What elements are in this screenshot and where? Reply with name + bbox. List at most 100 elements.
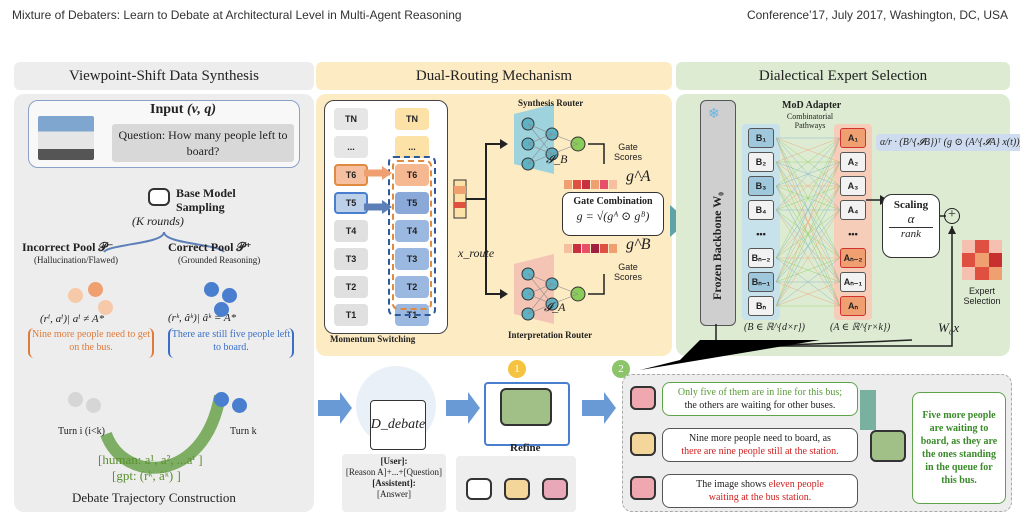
correct-text: There are still five people left to boar… xyxy=(168,328,294,358)
b-expert: Bₙ xyxy=(748,296,774,316)
b-expert: B₄ xyxy=(748,200,774,220)
bubble-1-line-1: Only five of them are in line for this b… xyxy=(677,387,843,398)
token-left: T1 xyxy=(334,304,368,326)
correct-pool-sub: (Grounded Reasoning) xyxy=(178,255,261,265)
token-right: T3 xyxy=(395,248,429,270)
input-vq: (v, q) xyxy=(186,102,216,117)
b-expert: Bₙ₋₂ xyxy=(748,248,774,268)
bubble-3-line-1: The image shows xyxy=(696,479,767,490)
refine-loop xyxy=(484,382,570,446)
agent-2-icon xyxy=(630,432,656,456)
a-expert: A₄ xyxy=(840,200,866,220)
bubble-3: The image shows eleven people waiting at… xyxy=(662,474,858,508)
a-expert: A₂ xyxy=(840,152,866,172)
bubble-3-line-2: waiting at the bus station. xyxy=(708,492,812,503)
token-left: T3 xyxy=(334,248,368,270)
running-header-venue: Conference’17, July 2017, Washington, DC… xyxy=(746,8,1008,22)
token-left: T6 xyxy=(334,164,368,186)
a-expert: A₁ xyxy=(840,128,866,148)
panel-title-selection: Dialectical Expert Selection xyxy=(676,62,1010,90)
base-robot-icon xyxy=(148,188,170,206)
token-right: T6 xyxy=(395,164,429,186)
b-dim: (B ∈ ℝ^{d×r}) xyxy=(744,322,805,333)
gate-scores-bottom: Gate Scores xyxy=(613,262,642,282)
token-right: T5 xyxy=(395,192,429,214)
gate-combination-box: Gate Combination g = √(gᴬ ⊙ gᴮ) xyxy=(562,192,664,236)
w0x-label: W₀x xyxy=(938,320,960,335)
scaling-rank: rank xyxy=(889,227,933,240)
token-right: T4 xyxy=(395,220,429,242)
scaling-box: Scaling α rank xyxy=(882,194,940,258)
bubble-2-line-1: Nine more people need to board, as xyxy=(689,433,831,444)
routing-diagram xyxy=(364,104,617,324)
frozen-backbone xyxy=(700,100,736,326)
token-left: T2 xyxy=(334,276,368,298)
b-expert: Bₙ₋₁ xyxy=(748,272,774,292)
bubble-2: Nine more people need to board, as there… xyxy=(662,428,858,462)
a-expert: Aₙ₋₁ xyxy=(840,272,866,292)
user-label: [User]: xyxy=(380,456,408,466)
step-1-badge: 1 xyxy=(508,360,526,378)
token-left: T4 xyxy=(334,220,368,242)
b-expert: B₁ xyxy=(748,128,774,148)
prompt-format-box: [User]: [Reason A]+...+[Question] [Assis… xyxy=(342,454,446,512)
sampling-label-2: Sampling xyxy=(176,200,225,214)
user-text: [Reason A]+...+[Question] xyxy=(345,467,443,477)
question-text: Question: How many people left to board? xyxy=(112,124,294,162)
token-left: ... xyxy=(334,136,368,158)
sampling-rounds: (K rounds) xyxy=(132,214,184,228)
incorrect-text: Nine more people need to get on the bus. xyxy=(28,328,154,358)
token-left: T5 xyxy=(334,192,368,214)
running-header-title: Mixture of Debaters: Learn to Debate at … xyxy=(12,8,462,22)
adapter-formula: α/r · (B^{𝓘B})ᵀ (g ⊙ (A^{𝓘A} x(t))) xyxy=(876,134,1020,151)
snowflake-icon: ❄ xyxy=(708,107,720,122)
expert-heatmap xyxy=(962,240,1002,280)
xroute-label: x_route xyxy=(458,246,495,260)
momentum-label: Momentum Switching xyxy=(330,334,416,344)
gb-label: g^B xyxy=(626,236,651,253)
ddebate-label: D_debate xyxy=(370,400,426,450)
ia-label: 𝓘_A xyxy=(544,300,566,314)
token-right: ... xyxy=(395,136,429,158)
correct-pool-title: Correct Pool 𝒫⁺ xyxy=(168,240,252,254)
incorrect-pool-title: Incorrect Pool 𝒫⁻ xyxy=(22,240,114,254)
bubble-3-highlight: eleven people xyxy=(768,479,824,490)
b-expert: B₃ xyxy=(748,176,774,196)
mod-adapter-label: MoD Adapter xyxy=(782,100,842,111)
incorrect-pool-sub: (Hallucination/Flawed) xyxy=(34,255,118,265)
scaling-label: Scaling xyxy=(893,199,929,211)
correct-formula: (rᵏ, âᵏ)| âᵏ = A* xyxy=(168,312,237,324)
b-expert: B₂ xyxy=(748,152,774,172)
final-answer: Five more people are waiting to board, a… xyxy=(912,392,1006,504)
agent-1-icon xyxy=(630,386,656,410)
a-expert: Aₙ xyxy=(840,296,866,316)
trajectory-human: [human: a¹, a², ...aⁱ ] xyxy=(98,452,203,467)
debater-robot-1-icon xyxy=(466,478,492,500)
refine-robot-icon xyxy=(500,388,552,426)
combo-title: Gate Combination xyxy=(573,196,653,207)
ib-label: 𝓘_B xyxy=(546,152,568,166)
combinatorial-label: Combinatorial Pathways xyxy=(786,112,834,130)
answer-text: [Answer] xyxy=(377,489,411,499)
trajectory-gpt: [gpt: (rᵏ, âᵏ) ] xyxy=(112,468,181,483)
assistant-label: [Assistent]: xyxy=(372,478,416,488)
a-dim: (A ∈ ℝ^{r×k}) xyxy=(830,322,891,333)
panel-title-synthesis: Viewpoint-Shift Data Synthesis xyxy=(14,62,314,90)
bus-image xyxy=(38,116,94,160)
incorrect-formula: (rⁱ, aⁱ)| aⁱ ≠ A* xyxy=(40,313,105,325)
trajectory-caption: Debate Trajectory Construction xyxy=(72,490,236,505)
bubble-1: Only five of them are in line for this b… xyxy=(662,382,858,416)
a-expert: A₃ xyxy=(840,176,866,196)
token-right: T2 xyxy=(395,276,429,298)
synthesis-router-label: Synthesis Router xyxy=(518,98,584,108)
token-right: TN xyxy=(395,108,429,130)
pathways-lines xyxy=(715,137,956,347)
a-expert: ••• xyxy=(848,229,858,239)
scaling-alpha: α xyxy=(907,211,915,226)
gate-scores-top: Gate Scores xyxy=(613,142,642,162)
turn-k-label: Turn k xyxy=(230,426,257,437)
debater-robot-3-icon xyxy=(542,478,568,500)
panel-title-routing: Dual-Routing Mechanism xyxy=(316,62,672,90)
judge-robot-icon xyxy=(870,430,906,462)
